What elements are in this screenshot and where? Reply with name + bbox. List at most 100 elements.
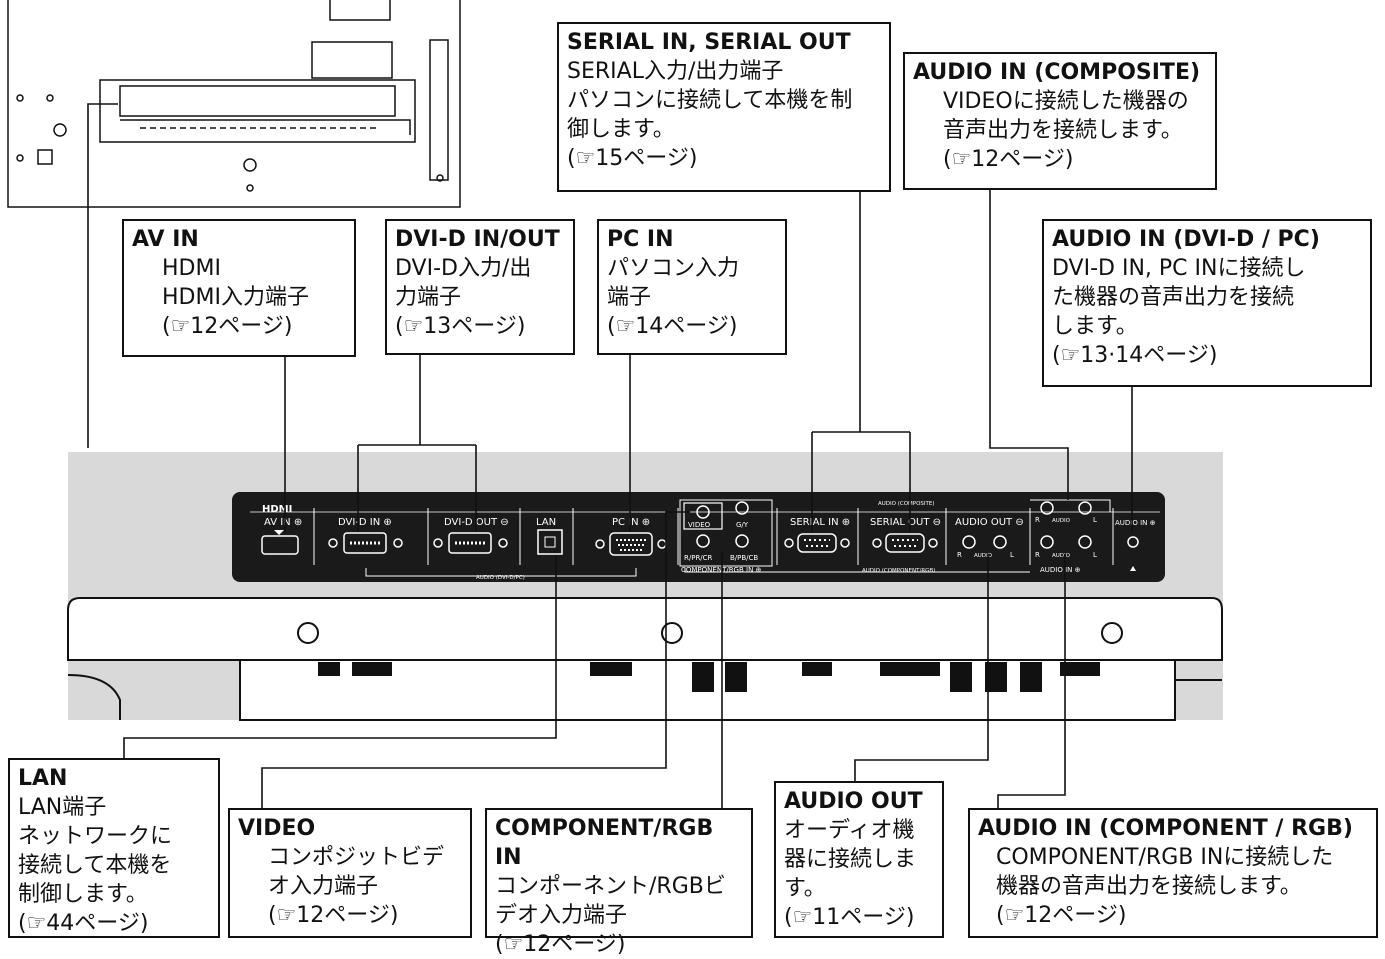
callout-video-line: コンポジットビデ bbox=[268, 845, 445, 870]
callout-audio-component: AUDIO IN (COMPONENT / RGB) COMPONENT/RGB… bbox=[968, 808, 1378, 938]
callout-dvi-line: DVI-D入力/出 bbox=[395, 256, 532, 281]
callout-lan-line: LAN端子 bbox=[18, 795, 107, 820]
callout-serial-line: (☞15ページ) bbox=[567, 146, 698, 171]
callout-audio-dvi-pc-line: します。 bbox=[1052, 314, 1138, 339]
panel-serial-in: SERIAL IN ⊕ bbox=[790, 517, 850, 528]
callout-pc-in-line: (☞14ページ) bbox=[607, 314, 738, 339]
panel-bpb: B/PB/CB bbox=[730, 554, 758, 562]
panel-gy: G/Y bbox=[736, 521, 749, 529]
panel-pc-in: PC IN ⊕ bbox=[612, 517, 650, 528]
callout-component-line: コンポーネント/RGBビ bbox=[495, 874, 726, 899]
callout-serial-line: SERIAL入力/出力端子 bbox=[567, 59, 784, 84]
callout-lan-line: 接続して本機を bbox=[18, 853, 172, 878]
panel-l-in: L bbox=[1093, 551, 1097, 559]
callout-serial-title: SERIAL IN, SERIAL OUT bbox=[567, 30, 851, 55]
callout-video-line: (☞12ページ) bbox=[268, 903, 399, 928]
callout-serial-line: 御します。 bbox=[567, 117, 675, 142]
panel-audio-composite: AUDIO (COMPOSITE) bbox=[878, 501, 935, 507]
callout-av-in-title: AV IN bbox=[132, 227, 199, 252]
callout-serial: SERIAL IN, SERIAL OUT SERIAL入力/出力端子 パソコン… bbox=[557, 22, 891, 192]
callout-audio-composite-line: VIDEOに接続した機器の bbox=[943, 89, 1189, 114]
callout-dvi: DVI-D IN/OUT DVI-D入力/出 力端子 (☞13ページ) bbox=[385, 219, 575, 355]
callout-video-line: オ入力端子 bbox=[268, 874, 379, 899]
callout-pc-in-line: パソコン入力 bbox=[607, 256, 740, 281]
callout-audio-composite-line: 音声出力を接続します。 bbox=[943, 118, 1183, 143]
callout-av-in-line: HDMI入力端子 bbox=[162, 285, 309, 310]
callout-lan-line: ネットワークに bbox=[18, 824, 173, 849]
callout-audio-dvi-pc: AUDIO IN (DVI-D / PC) DVI-D IN, PC INに接続… bbox=[1042, 219, 1372, 387]
display-frame bbox=[67, 597, 1223, 721]
panel-r-top: R bbox=[1035, 516, 1040, 524]
leader-audio-out bbox=[854, 554, 989, 783]
callout-serial-line: パソコンに接続して本機を制 bbox=[567, 88, 853, 113]
panel-serial-out: SERIAL OUT ⊖ bbox=[870, 517, 941, 528]
callout-pc-in: PC IN パソコン入力 端子 (☞14ページ) bbox=[597, 219, 787, 355]
leader-dvi bbox=[357, 353, 477, 532]
callout-component-line: デオ入力端子 bbox=[495, 903, 628, 928]
leader-lan bbox=[123, 556, 557, 760]
leader-audio-component bbox=[997, 554, 1066, 810]
panel-audio-in-right: AUDIO IN ⊕ bbox=[1115, 519, 1156, 527]
callout-audio-composite-title: AUDIO IN (COMPOSITE) bbox=[913, 60, 1201, 85]
panel-rpr: R/PR/CR bbox=[684, 554, 713, 562]
callout-audio-out-line: オーディオ機 bbox=[784, 818, 915, 843]
leader-audio-composite bbox=[989, 190, 1069, 500]
callout-audio-component-line: (☞12ページ) bbox=[996, 903, 1127, 928]
leader-serial bbox=[811, 190, 911, 532]
leader-lines bbox=[87, 103, 1133, 810]
callout-audio-dvi-pc-line: (☞13·14ページ) bbox=[1052, 343, 1218, 368]
panel-av-in: AV IN ⊕ bbox=[264, 517, 302, 528]
panel-hdmi-logo: HDMI bbox=[262, 504, 292, 515]
panel-l-out: L bbox=[1010, 551, 1014, 559]
panel-audio-in-mid: AUDIO bbox=[1052, 553, 1071, 559]
terminal-panel: HDMI AV IN ⊕ DVI-D IN ⊕ DVI-D OUT ⊖ LAN … bbox=[232, 492, 1165, 582]
panel-lan: LAN bbox=[536, 517, 556, 528]
callout-audio-composite: AUDIO IN (COMPOSITE) VIDEOに接続した機器の 音声出力を… bbox=[903, 52, 1217, 190]
callout-audio-component-line: COMPONENT/RGB INに接続した bbox=[996, 845, 1334, 870]
callout-lan: LAN LAN端子 ネットワークに 接続して本機を 制御します。 (☞44ページ… bbox=[8, 758, 220, 938]
callout-video-title: VIDEO bbox=[238, 816, 316, 841]
callout-audio-out-line: す。 bbox=[784, 876, 826, 901]
panel-l-top: L bbox=[1093, 516, 1097, 524]
callout-pc-in-title: PC IN bbox=[607, 227, 674, 252]
panel-audio-out: AUDIO OUT ⊖ bbox=[955, 517, 1024, 528]
callout-av-in-line: HDMI bbox=[162, 256, 221, 281]
callout-audio-dvi-pc-line: DVI-D IN, PC INに接続し bbox=[1052, 256, 1306, 281]
callout-audio-out-line: (☞11ページ) bbox=[784, 905, 915, 930]
callout-dvi-title: DVI-D IN/OUT bbox=[395, 227, 560, 252]
callout-component: COMPONENT/RGB IN コンポーネント/RGBビ デオ入力端子 (☞1… bbox=[485, 808, 753, 957]
panel-audio-out-mid: AUDIO bbox=[974, 553, 993, 559]
callout-audio-component-title: AUDIO IN (COMPONENT / RGB) bbox=[978, 816, 1353, 841]
callout-lan-line: (☞44ページ) bbox=[18, 911, 149, 936]
callout-audio-dvi-pc-line: た機器の音声出力を接続 bbox=[1052, 285, 1295, 310]
callout-dvi-line: 力端子 bbox=[395, 285, 462, 310]
display-back-thumbnail bbox=[7, 0, 461, 208]
callout-audio-component-line: 機器の音声出力を接続します。 bbox=[996, 874, 1302, 899]
callout-component-line: (☞12ページ) bbox=[495, 932, 626, 957]
panel-audio-in: AUDIO IN ⊕ bbox=[1040, 566, 1081, 574]
panel-r-out: R bbox=[957, 551, 962, 559]
callout-audio-dvi-pc-title: AUDIO IN (DVI-D / PC) bbox=[1052, 227, 1320, 252]
callout-pc-in-line: 端子 bbox=[607, 285, 652, 310]
leader-thumbnail bbox=[87, 103, 118, 448]
panel-dvi-in: DVI-D IN ⊕ bbox=[338, 517, 392, 528]
callout-av-in-line: (☞12ページ) bbox=[162, 314, 293, 339]
callout-lan-title: LAN bbox=[18, 766, 68, 791]
panel-audio-top: AUDIO bbox=[1052, 518, 1071, 524]
callout-audio-out-line: 器に接続しま bbox=[784, 847, 917, 872]
callout-lan-line: 制御します。 bbox=[18, 882, 148, 907]
leader-video bbox=[261, 511, 690, 808]
panel-audio-dvi-pc: AUDIO (DVI-D/PC) bbox=[476, 575, 525, 581]
callout-component-title: COMPONENT/RGB IN bbox=[495, 816, 714, 870]
panel-r-in: R bbox=[1035, 551, 1040, 559]
callout-audio-out: AUDIO OUT オーディオ機 器に接続しま す。 (☞11ページ) bbox=[774, 781, 944, 938]
callout-video: VIDEO コンポジットビデ オ入力端子 (☞12ページ) bbox=[228, 808, 472, 938]
callout-av-in: AV IN HDMI HDMI入力端子 (☞12ページ) bbox=[122, 219, 356, 357]
panel-audio-component: AUDIO (COMPONENT/RGB) bbox=[862, 568, 935, 574]
callout-audio-out-title: AUDIO OUT bbox=[784, 789, 923, 814]
callout-audio-composite-line: (☞12ページ) bbox=[943, 147, 1074, 172]
frame-notches bbox=[318, 662, 1100, 692]
callout-dvi-line: (☞13ページ) bbox=[395, 314, 526, 339]
panel-video: VIDEO bbox=[688, 521, 711, 529]
